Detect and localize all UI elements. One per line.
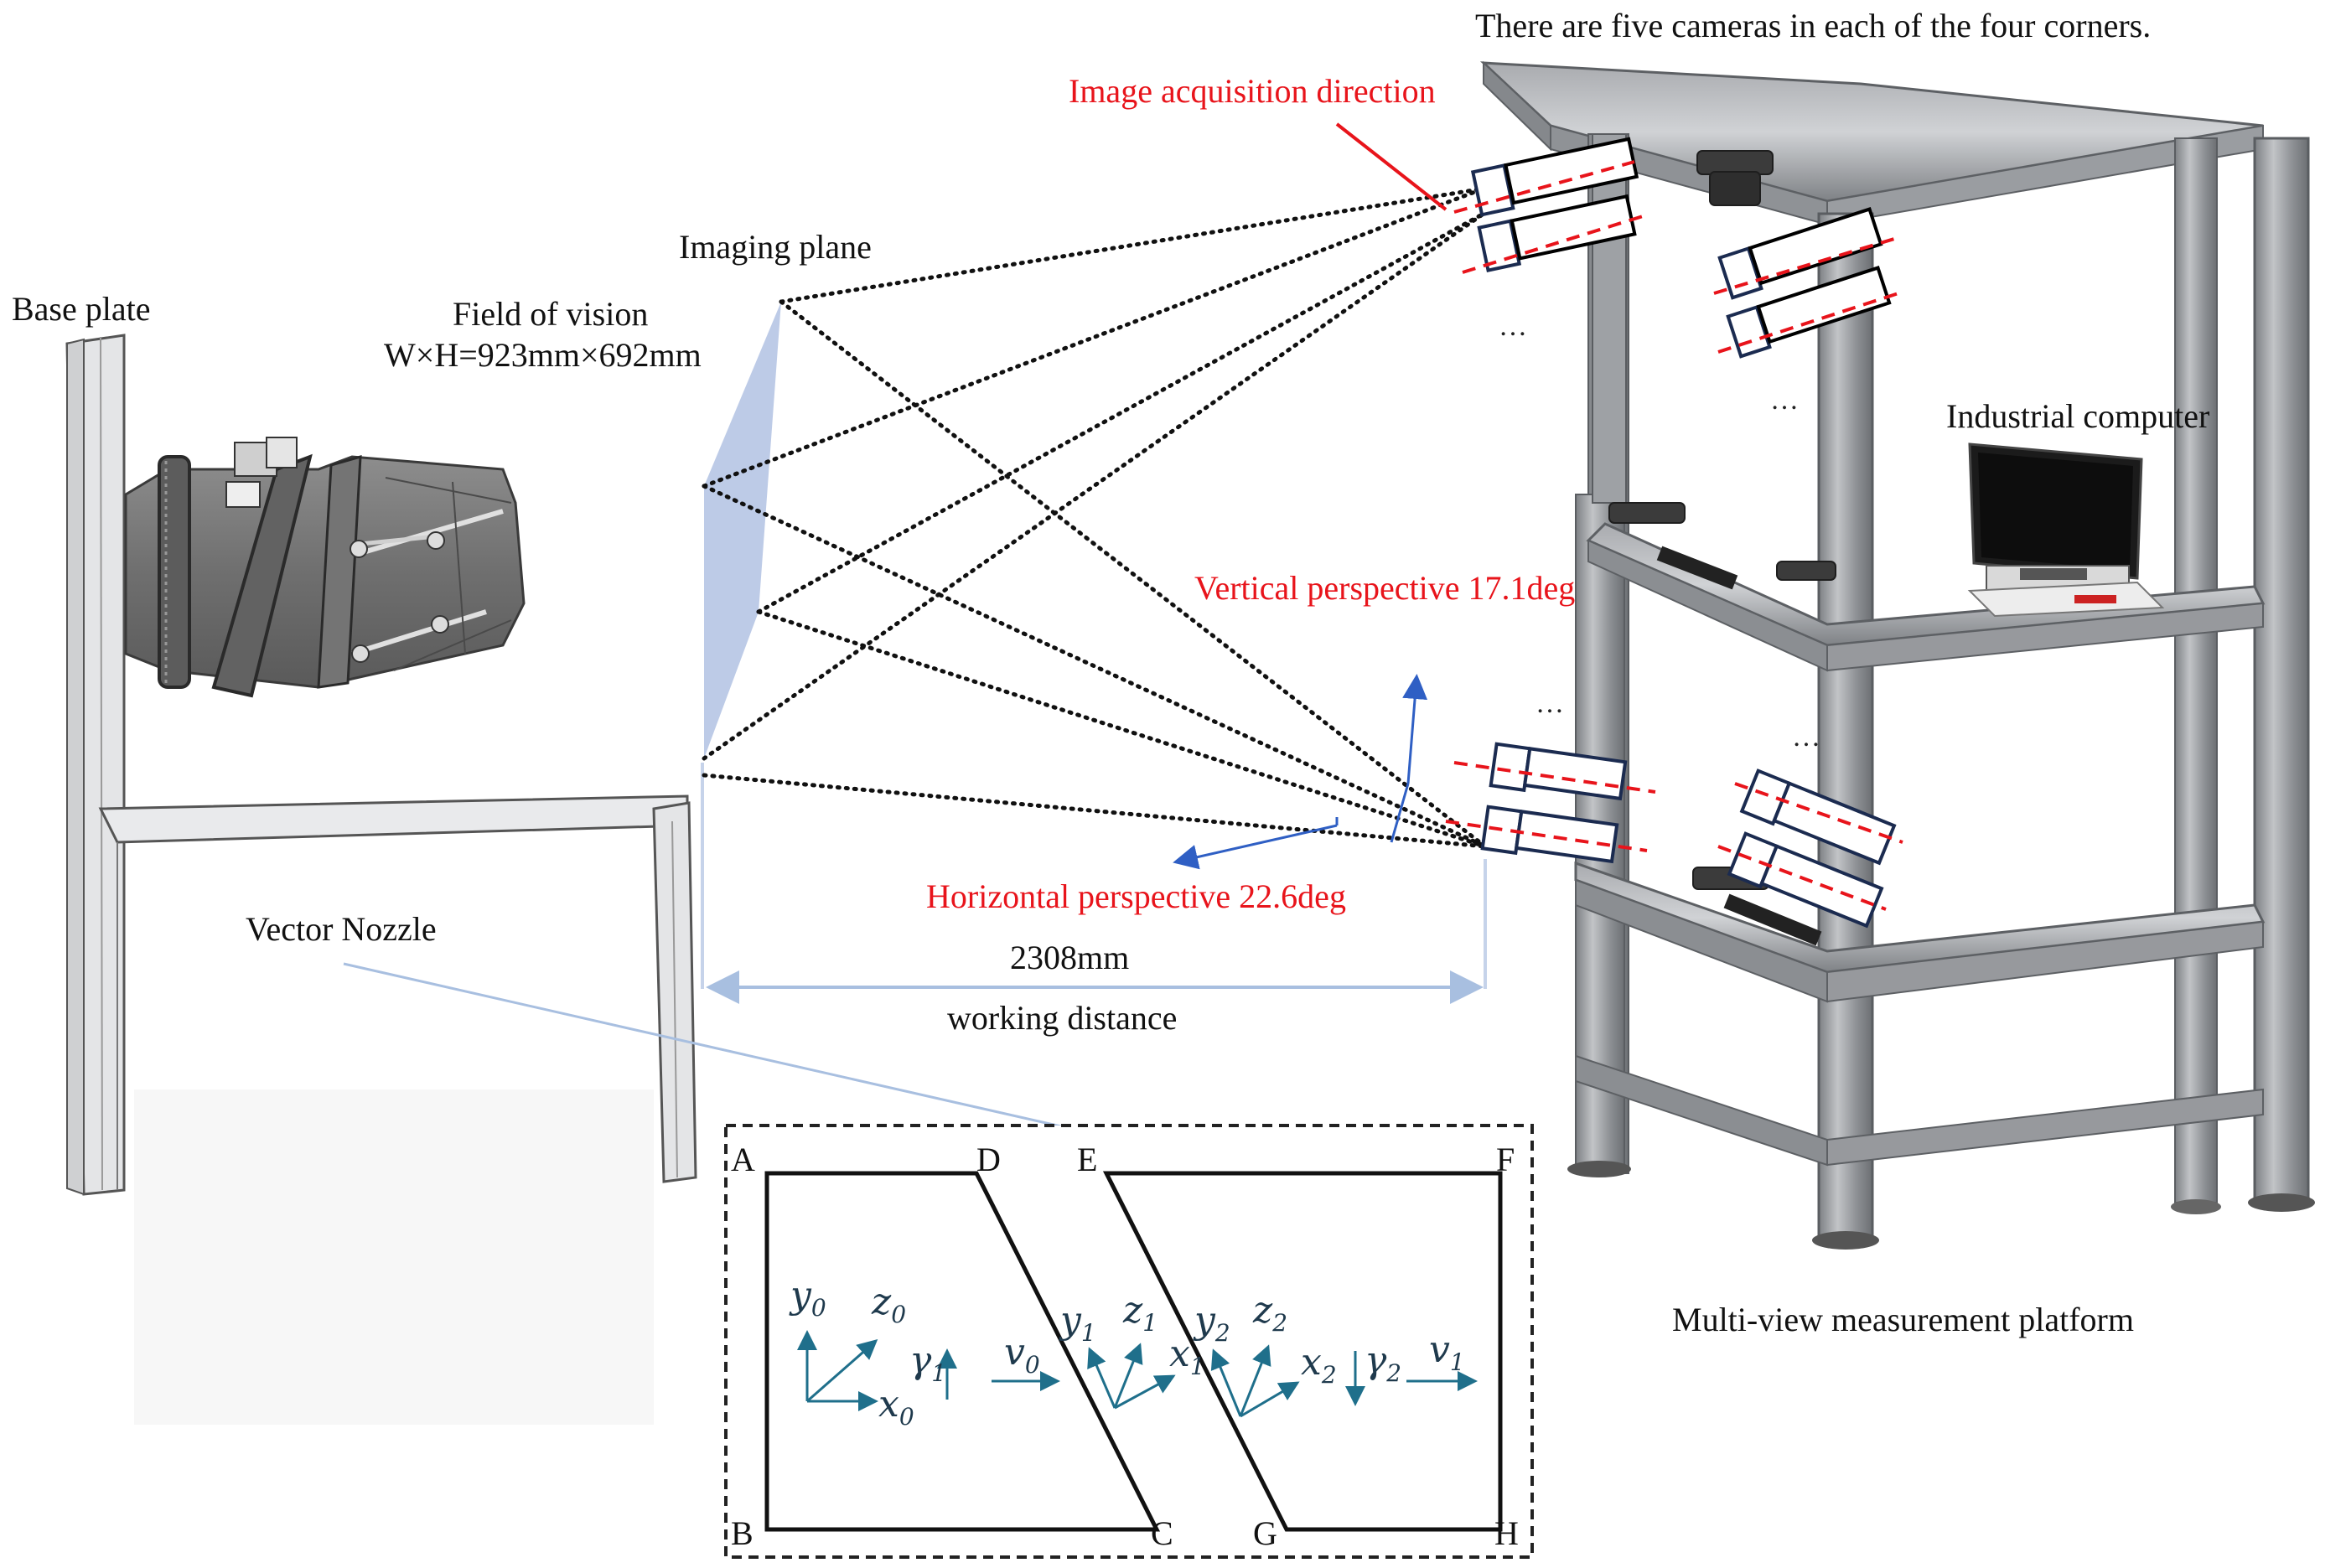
- image-acquisition-label: Image acquisition direction: [1069, 72, 1436, 110]
- symbol-v1: v1: [1429, 1328, 1465, 1376]
- corner-c: C: [1151, 1514, 1173, 1552]
- vector-nozzle-leader: [343, 962, 1132, 1150]
- sight-lines: [702, 186, 1488, 849]
- industrial-computer-icon: [1967, 442, 2165, 618]
- ellipsis-top-right: …: [1770, 385, 1799, 416]
- perspective-axes: [1173, 674, 1428, 870]
- inset-section-left: [764, 1171, 1161, 1532]
- fov-size-label: W×H=923mm×692mm: [384, 336, 702, 374]
- symbol-y1: y1: [1059, 1299, 1096, 1347]
- imaging-plane: [704, 302, 781, 758]
- symbol-gamma2: γ2: [1365, 1339, 1401, 1387]
- corner-h: H: [1494, 1514, 1519, 1552]
- symbol-y0: y0: [789, 1274, 826, 1322]
- corner-d: D: [976, 1141, 1001, 1178]
- measurement-platform-frame: [1479, 60, 2315, 1250]
- corner-a: A: [731, 1141, 755, 1178]
- field-of-vision-label: Field of vision: [453, 295, 648, 333]
- symbol-y2: y2: [1193, 1299, 1230, 1347]
- symbol-z0: z0: [871, 1281, 906, 1328]
- industrial-computer-label: Industrial computer: [1946, 397, 2209, 435]
- working-distance-value: 2308mm: [1010, 939, 1129, 976]
- corner-g: G: [1253, 1514, 1277, 1552]
- five-cameras-note: There are five cameras in each of the fo…: [1475, 7, 2151, 44]
- working-distance-label: working distance: [947, 999, 1177, 1037]
- base-plate-label: Base plate: [12, 290, 151, 328]
- horizontal-perspective-label: Horizontal perspective 22.6deg: [926, 877, 1346, 915]
- imaging-plane-label: Imaging plane: [679, 228, 872, 266]
- platform-label: Multi-view measurement platform: [1672, 1301, 2134, 1338]
- camera-mounts: [1608, 150, 1836, 946]
- corner-e: E: [1077, 1141, 1097, 1178]
- inset-frame: [724, 1124, 1534, 1559]
- vector-nozzle-label: Vector Nozzle: [246, 910, 437, 948]
- symbol-v0: v0: [1004, 1331, 1040, 1379]
- optical-axis-lines: [1445, 160, 1903, 911]
- corner-f: F: [1496, 1141, 1515, 1178]
- symbol-gamma1: γ1: [909, 1339, 946, 1387]
- symbol-z1: z1: [1122, 1289, 1157, 1337]
- ellipsis-top-left: …: [1499, 311, 1527, 342]
- base-plate-stand: [65, 334, 697, 1425]
- ellipsis-bottom-right: …: [1792, 722, 1820, 753]
- vertical-perspective-label: Vertical perspective 17.1deg: [1194, 569, 1575, 607]
- symbol-z2: z2: [1252, 1289, 1287, 1337]
- ellipsis-bottom-left: …: [1536, 688, 1564, 719]
- vector-nozzle-model: [124, 437, 526, 698]
- symbol-x1: x1: [1169, 1333, 1205, 1380]
- inset-section-right: [1102, 1171, 1503, 1532]
- nozzle-section-inset: A D E F B C G H y0 z0 x0 γ1 v0 y1 z1 x1 …: [724, 1124, 1534, 1559]
- camera-group-bottom-left: [1480, 742, 1628, 864]
- symbol-x0: x0: [878, 1383, 914, 1431]
- camera-group-top-right: [1717, 207, 1892, 359]
- acquisition-leader-line: [1335, 122, 1447, 211]
- corner-b: B: [731, 1514, 754, 1552]
- symbol-x2: x2: [1301, 1341, 1337, 1389]
- inset-frame-arrows: [797, 1330, 1478, 1418]
